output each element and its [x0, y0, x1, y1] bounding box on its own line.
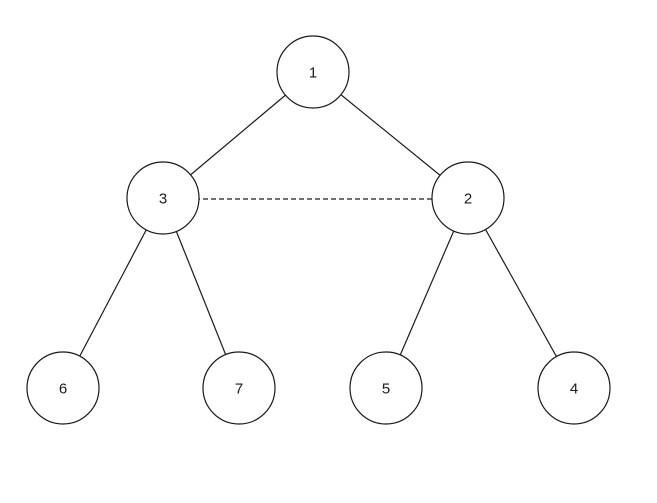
node-circle-1[interactable] [276, 35, 350, 109]
tree-node-5[interactable]: 5 [349, 351, 423, 425]
tree-node-3[interactable]: 3 [126, 161, 200, 235]
node-label-6: 6 [59, 381, 67, 398]
tree-node-4[interactable]: 4 [537, 351, 611, 425]
node-circle-4[interactable] [537, 351, 611, 425]
node-label-4: 4 [570, 381, 578, 398]
node-circle-3[interactable] [126, 161, 200, 235]
node-label-2: 2 [464, 191, 472, 208]
node-circle-6[interactable] [26, 351, 100, 425]
node-label-7: 7 [235, 381, 243, 398]
node-circle-5[interactable] [349, 351, 423, 425]
node-label-5: 5 [382, 381, 390, 398]
node-label-1: 1 [309, 65, 317, 82]
node-layer: 1 3 2 6 7 5 4 [26, 35, 611, 425]
node-label-3: 3 [159, 191, 167, 208]
tree-node-2[interactable]: 2 [431, 161, 505, 235]
tree-node-1[interactable]: 1 [276, 35, 350, 109]
tree-node-6[interactable]: 6 [26, 351, 100, 425]
tree-node-7[interactable]: 7 [202, 351, 276, 425]
edge-layer [62, 71, 575, 389]
node-circle-2[interactable] [431, 161, 505, 235]
node-circle-7[interactable] [202, 351, 276, 425]
